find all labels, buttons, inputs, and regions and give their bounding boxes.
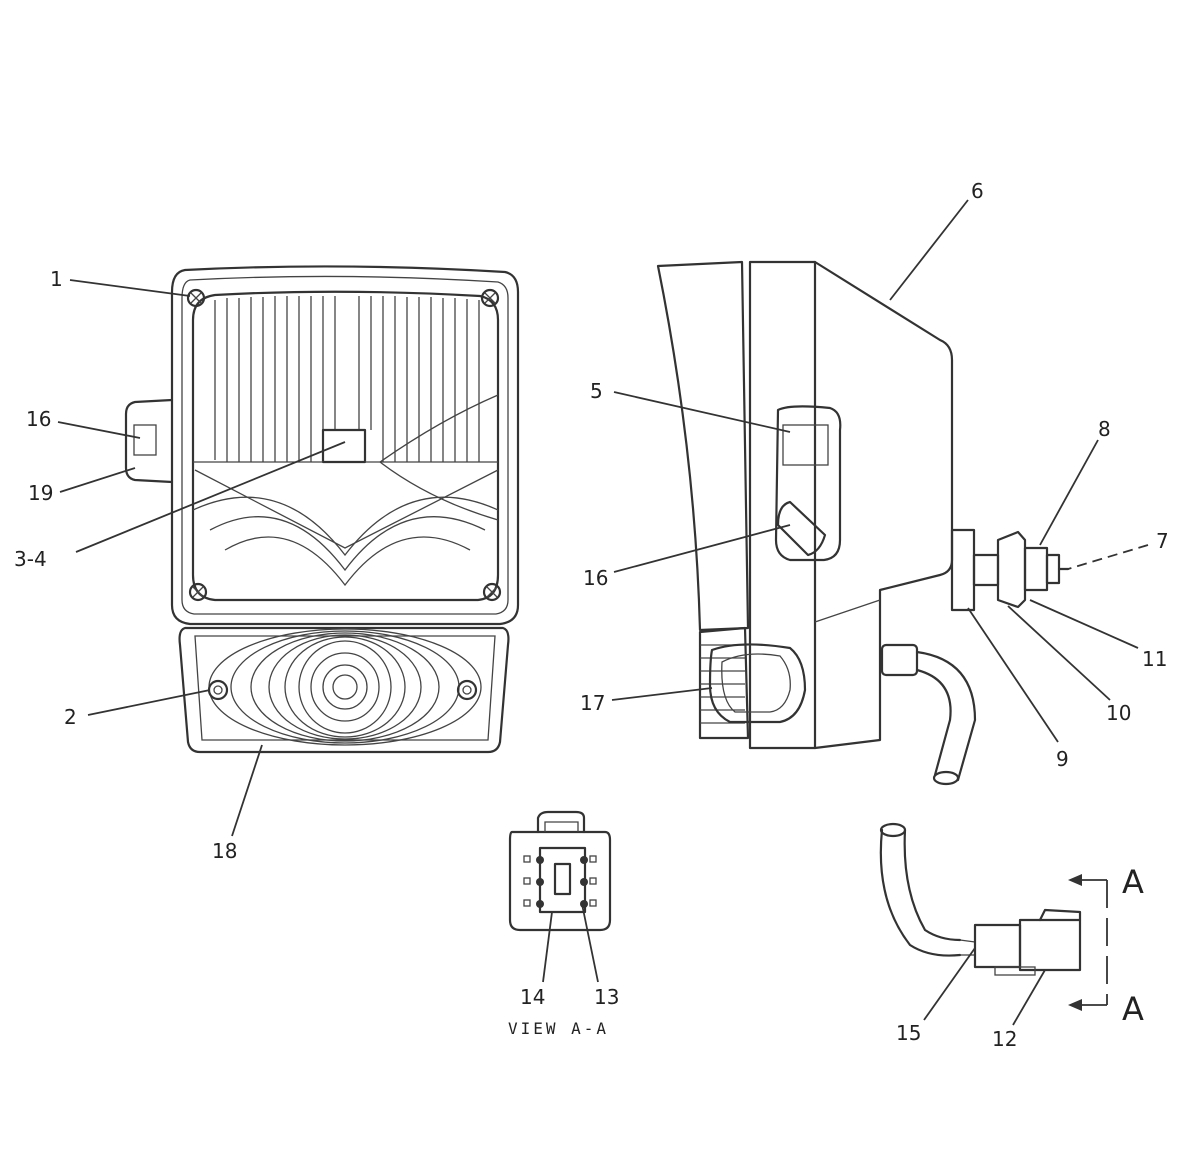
callout-17: 17 — [580, 691, 605, 715]
screw — [186, 288, 206, 308]
callout-3-4: 3-4 — [14, 547, 47, 571]
connector-terminals — [536, 856, 588, 908]
callout-19: 19 — [28, 481, 53, 505]
callout-16-front: 16 — [26, 407, 51, 431]
callout-13: 13 — [594, 985, 619, 1009]
leader-lines — [57, 199, 1149, 1026]
lamp-front-view — [124, 265, 520, 754]
callout-1: 1 — [50, 267, 63, 291]
section-mark-top: A — [1122, 863, 1144, 901]
harness-connector — [879, 822, 1108, 1011]
callout-9: 9 — [1056, 747, 1069, 771]
view-a-a-caption: VIEW A-A — [508, 1019, 609, 1038]
section-mark-bottom: A — [1122, 990, 1144, 1028]
screw — [480, 288, 500, 308]
callout-18: 18 — [212, 839, 237, 863]
lens-ribs — [214, 296, 480, 462]
callout-16-side: 16 — [583, 566, 608, 590]
callout-5: 5 — [590, 379, 603, 403]
callout-2: 2 — [64, 705, 77, 729]
callout-10: 10 — [1106, 701, 1131, 725]
callout-labels: 1 2 3-4 5 6 7 8 9 10 11 12 13 14 15 16 1… — [14, 179, 1169, 1051]
callout-14: 14 — [520, 985, 545, 1009]
signal-lens-rings — [208, 628, 482, 746]
callout-11: 11 — [1142, 647, 1167, 671]
callout-12: 12 — [992, 1027, 1017, 1051]
lamp-side-view — [656, 260, 1070, 786]
screw — [482, 582, 502, 602]
callout-15: 15 — [896, 1021, 921, 1045]
screw — [207, 679, 229, 701]
screw — [188, 582, 208, 602]
callout-6: 6 — [971, 179, 984, 203]
callout-8: 8 — [1098, 417, 1111, 441]
callout-7: 7 — [1156, 529, 1169, 553]
screw — [456, 679, 478, 701]
connector-end-view — [508, 810, 612, 932]
connector-pins — [523, 855, 597, 907]
